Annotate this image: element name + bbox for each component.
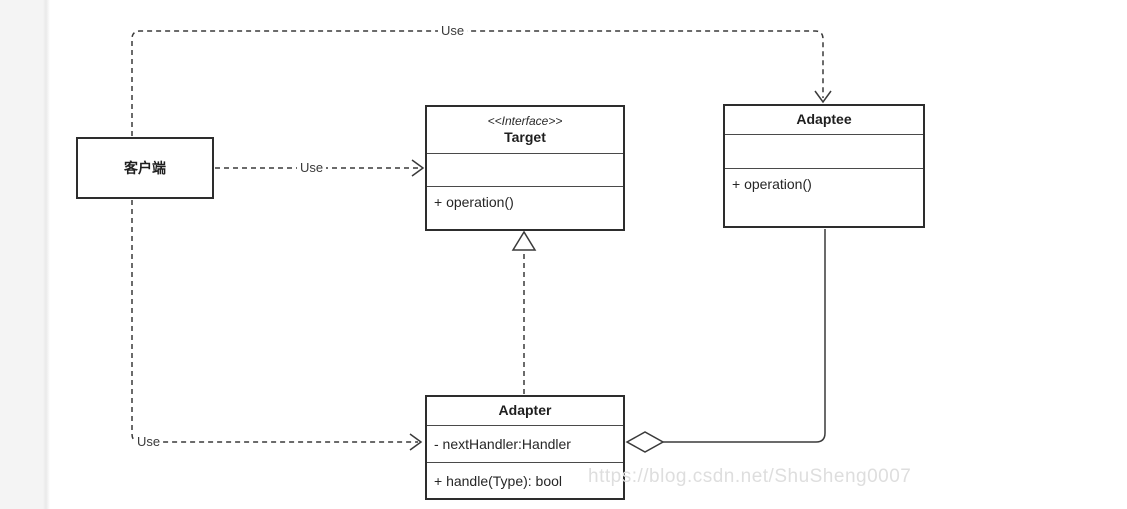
edge-label-use-middle: Use — [297, 159, 327, 176]
class-box-target: <<Interface>> Target + operation() — [425, 105, 625, 231]
edge-label-use-bottom: Use — [134, 433, 164, 450]
method-adaptee-operation: + operation() — [732, 176, 812, 192]
methods-section-adaptee: + operation() — [725, 168, 923, 226]
use-dependency-client-adapter-line — [131, 200, 418, 443]
methods-section-target: + operation() — [427, 186, 623, 229]
class-header-target: <<Interface>> Target — [427, 107, 623, 153]
class-title-adaptee: Adaptee — [796, 111, 852, 128]
class-box-adaptee: Adaptee + operation() — [723, 104, 925, 228]
attributes-section-adaptee — [725, 134, 923, 168]
use-dependency-client-adaptee-arrowhead — [814, 90, 832, 104]
class-header-adaptee: Adaptee — [725, 106, 923, 134]
class-box-client: 客户端 — [76, 137, 214, 199]
use-dependency-client-target-arrowhead — [411, 159, 425, 177]
class-title-client: 客户端 — [124, 160, 166, 176]
csdn-blog-watermark: https://blog.csdn.net/ShuSheng0007 — [588, 466, 912, 487]
stereotype-interface: <<Interface>> — [487, 113, 563, 128]
edge-label-use-top: Use — [438, 22, 468, 39]
attributes-section-target — [427, 153, 623, 186]
aggregation-diamond — [625, 431, 665, 453]
class-box-adapter: Adapter - nextHandler:Handler + handle(T… — [425, 395, 625, 500]
use-dependency-client-adapter-arrowhead — [409, 433, 423, 451]
realization-triangle-arrowhead — [511, 230, 537, 251]
method-adapter-handle: + handle(Type): bool — [427, 462, 623, 498]
page-side-gutter — [0, 0, 50, 509]
attribute-adapter-nexthandler: - nextHandler:Handler — [427, 425, 623, 462]
aggregation-adaptee-adapter-line — [663, 229, 826, 443]
class-title-target: Target — [504, 128, 546, 145]
method-target-operation: + operation() — [434, 194, 514, 210]
class-header-adapter: Adapter — [427, 397, 623, 425]
class-title-adapter: Adapter — [498, 402, 552, 419]
